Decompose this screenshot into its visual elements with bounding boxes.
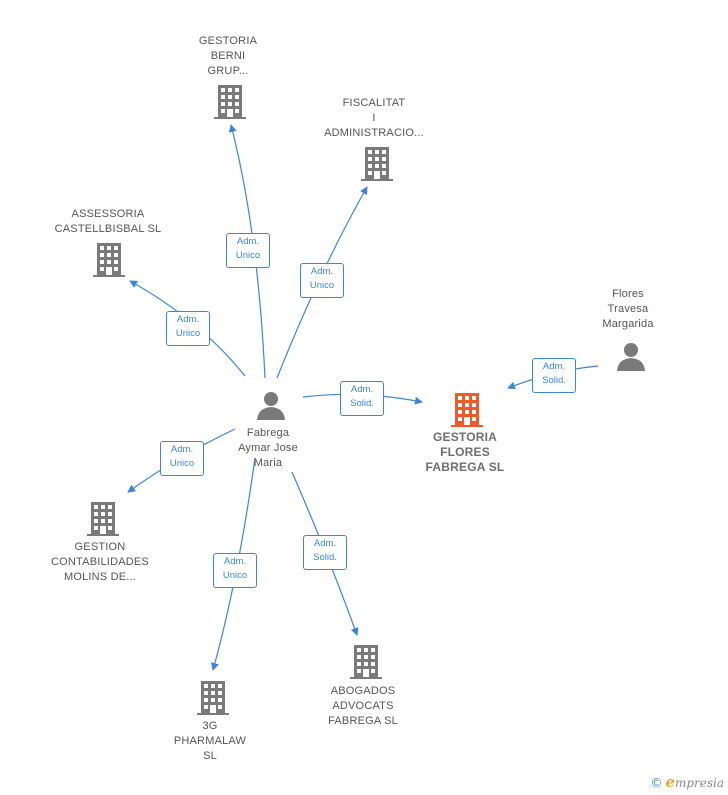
edge-label-to-gestion[interactable]: Adm. Unico (160, 441, 204, 476)
building-icon[interactable] (360, 146, 394, 182)
edge-label-to-berni[interactable]: Adm. Unico (226, 233, 270, 268)
edge-label-to-abogados[interactable]: Adm. Solid. (303, 535, 347, 570)
brand-footer: ©empresia (650, 773, 724, 791)
edge-label-to-assessoria[interactable]: Adm. Unico (166, 311, 210, 346)
building-icon[interactable] (196, 680, 230, 716)
node-label-gestion: GESTION CONTABILIDADES MOLINS DE... (51, 541, 149, 583)
node-label-gestoria-flores: GESTORIA FLORES FABREGA SL (425, 430, 505, 474)
copyright-icon: © (650, 776, 663, 790)
edge-label-flores-to-main[interactable]: Adm. Solid. (532, 358, 576, 393)
node-label-flores-travesa: Flores Travesa Margarida (602, 288, 654, 330)
building-icon[interactable] (349, 644, 383, 680)
node-label-assessoria: ASSESSORIA CASTELLBISBAL SL (54, 208, 162, 235)
edge-label-to-pharmalaw[interactable]: Adm. Unico (213, 553, 257, 588)
brand-initial: e (665, 773, 675, 791)
node-label-fiscalitat: FISCALITAT I ADMINISTRACIO... (324, 97, 424, 139)
person-icon[interactable] (256, 391, 286, 421)
node-label-gestoria-berni: GESTORIA BERNI GRUP... (198, 35, 258, 77)
person-icon[interactable] (616, 342, 646, 372)
building-icon[interactable] (86, 501, 120, 537)
building-icon[interactable] (213, 84, 247, 120)
brand-name: mpresia (674, 776, 724, 790)
edge-label-to-fiscalitat[interactable]: Adm. Unico (300, 263, 344, 298)
node-label-pharmalaw: 3G PHARMALAW SL (173, 720, 247, 762)
node-label-abogados: ABOGADOS ADVOCATS FABREGA SL (328, 685, 398, 727)
edge-label-fabrega-to-main[interactable]: Adm. Solid. (340, 381, 384, 416)
building-icon[interactable] (92, 242, 126, 278)
node-label-fabrega: Fabrega Aymar Jose Maria (238, 427, 298, 469)
building-icon-main[interactable] (450, 392, 484, 428)
